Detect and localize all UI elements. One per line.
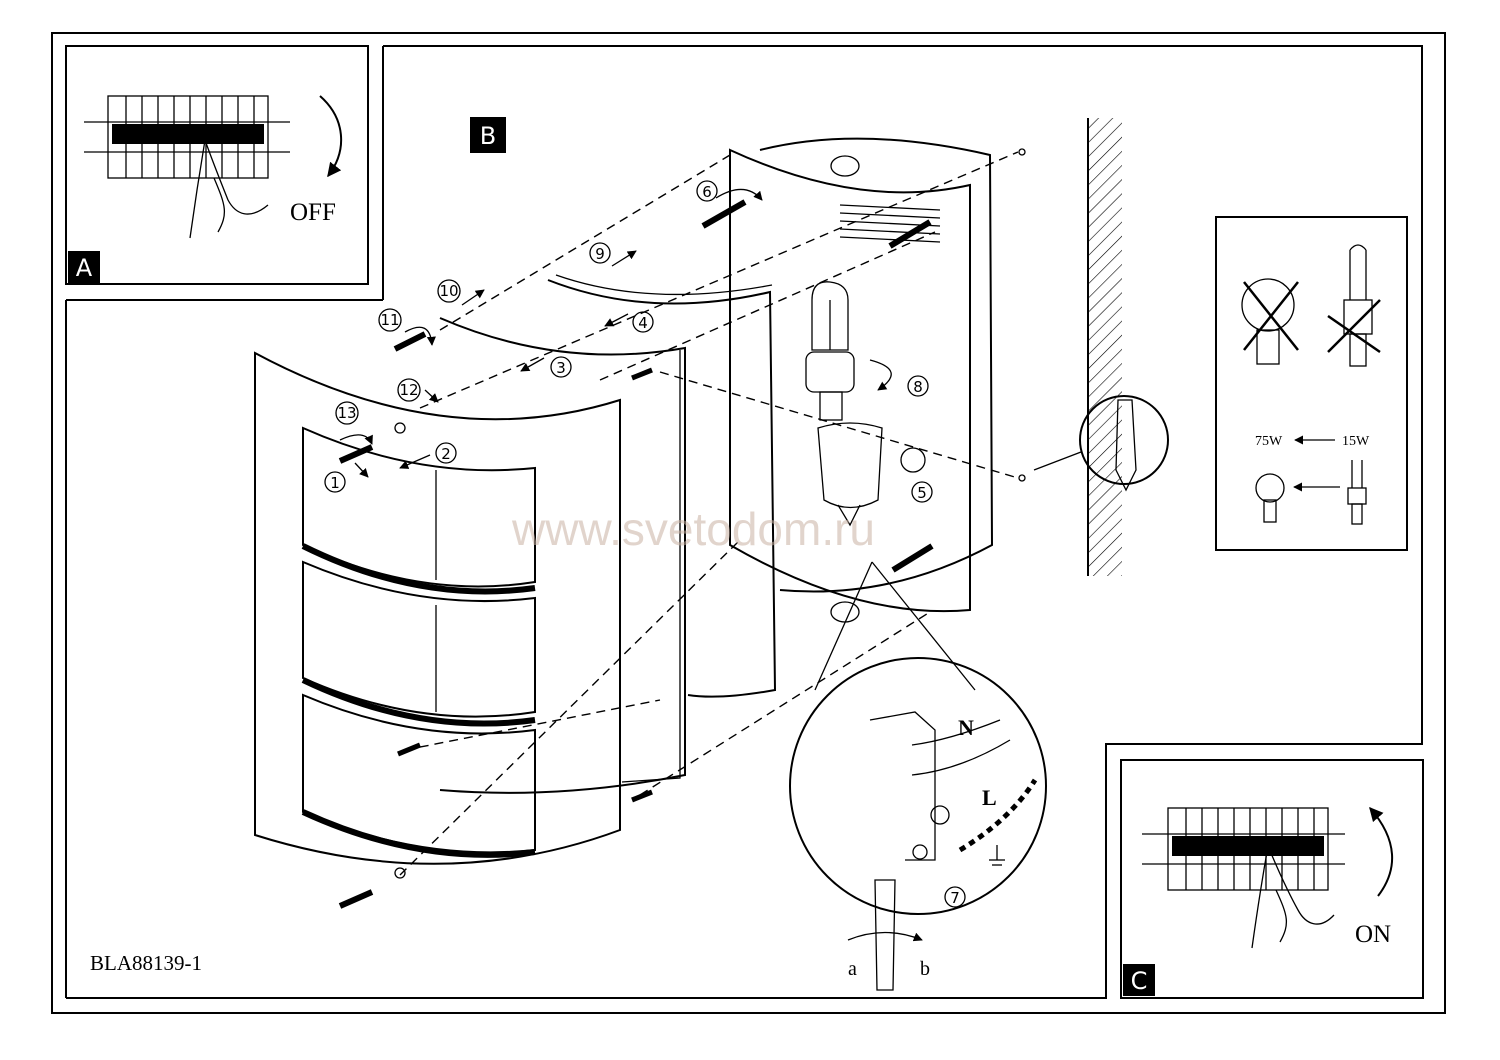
svg-text:8: 8 [913,378,923,396]
svg-text:7: 7 [950,889,960,907]
wiring-detail: N L a b [789,561,1047,991]
live-label: L [982,785,997,810]
step-2: 2 [435,442,457,464]
off-label: OFF [290,199,336,226]
svg-text:12: 12 [399,381,418,399]
breaker-panel-on [1142,807,1345,949]
outer-border [51,32,1446,1014]
svg-text:1: 1 [330,474,340,492]
screwdriver-a-label: a [848,958,857,980]
svg-text:9: 9 [595,245,605,263]
svg-text:4: 4 [638,314,648,332]
wall-housing [729,137,994,623]
panel-a-letter: A [76,254,93,282]
svg-text:2: 2 [441,445,451,463]
neutral-label: N [958,715,974,740]
high-watt-label: 75W [1255,434,1283,449]
step-9: 9 [589,242,611,264]
panel-b-letter: B [480,122,496,150]
svg-text:3: 3 [556,359,566,377]
step-4: 4 [632,311,654,333]
watermark: www.svetodom.ru [511,503,875,555]
direction-arrows [339,188,763,478]
cfl-ok-icon [1347,460,1367,525]
step-7: 7 [944,886,966,908]
front-cover [254,351,621,865]
panel-b: B [65,45,1423,999]
incandescent-not-allowed-icon [1241,278,1299,365]
breaker-panel-off [84,95,290,239]
diffuser-panel [439,317,686,794]
step-5: 5 [911,481,933,503]
step-13: 13 [335,401,359,425]
model-code: BLA88139-1 [90,951,202,975]
gasket [547,279,777,698]
svg-text:11: 11 [380,311,399,329]
panel-a: OFF A [65,45,369,285]
svg-text:13: 13 [337,404,356,422]
screwdriver-b-label: b [920,958,930,980]
turn-on-arrow-icon [1369,806,1394,897]
step-6: 6 [696,180,718,202]
assembly-guides [399,151,1019,876]
screw-icons [338,148,1026,909]
step-10: 10 [437,279,461,303]
wall-plug-detail [1033,395,1169,492]
svg-text:10: 10 [439,282,458,300]
wall-hatch [1088,118,1122,576]
on-label: ON [1355,921,1391,948]
svg-text:5: 5 [917,484,927,502]
panel-c-letter: C [1131,967,1148,995]
bulb-compatibility-box: 75W 15W [1215,216,1408,551]
cfl-not-allowed-icon [1327,244,1381,367]
step-3: 3 [550,356,572,378]
step-1: 1 [324,471,346,493]
incandescent-ok-icon [1255,473,1285,523]
step-12: 12 [397,378,421,402]
panel-c: ON C [1120,759,1424,999]
step-callouts: 1 2 3 4 5 6 7 8 9 10 11 12 13 [324,180,966,908]
svg-text:6: 6 [702,183,712,201]
low-watt-label: 15W [1342,434,1370,449]
screwdriver-icon [874,879,896,991]
step-11: 11 [378,308,402,332]
turn-off-arrow-icon [319,95,343,178]
step-8: 8 [907,375,929,397]
